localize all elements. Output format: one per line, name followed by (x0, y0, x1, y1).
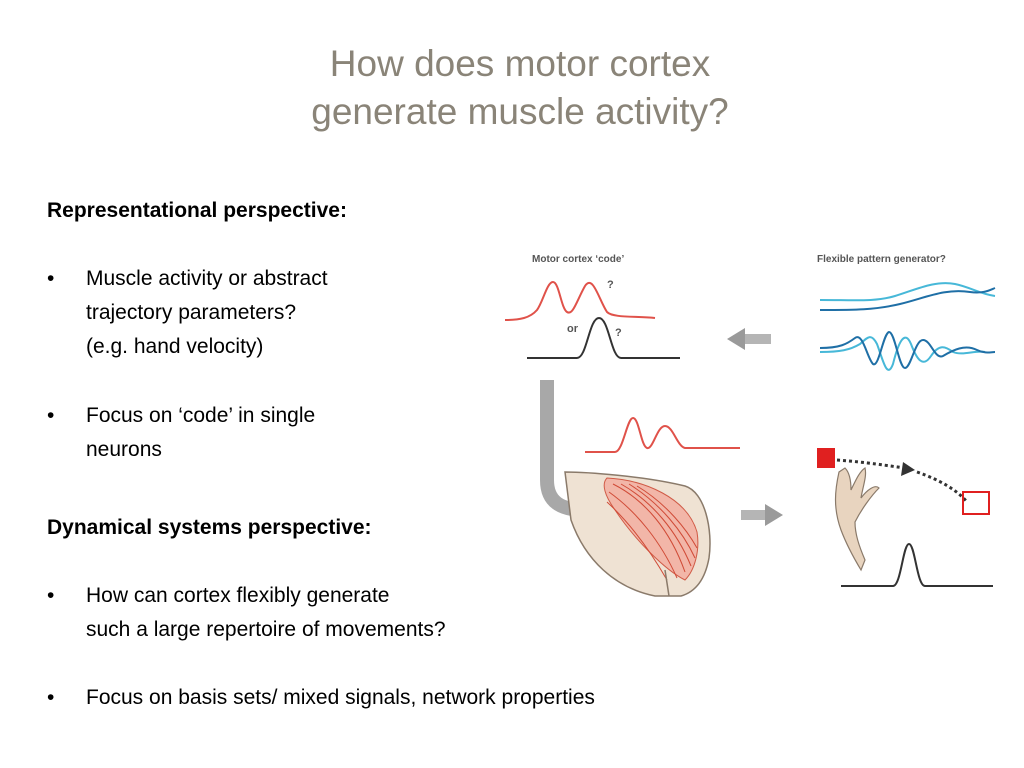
right-arrow-icon (741, 504, 783, 526)
dynamical-heading: Dynamical systems perspective: (47, 516, 372, 539)
title-line-1: How does motor cortex (329, 43, 711, 84)
bullet-dot: • (47, 584, 55, 607)
black-code-trace (527, 316, 680, 359)
slide-title: How does motor cortex generate muscle ac… (0, 40, 1024, 136)
arm-muscle-illustration (564, 471, 711, 597)
representational-heading: Representational perspective: (47, 199, 347, 222)
bullet-dot: • (47, 267, 55, 290)
bullet-line: How can cortex flexibly generate (86, 584, 390, 607)
red-muscle-trace (585, 416, 740, 453)
bullet-line: Muscle activity or abstract (86, 267, 328, 290)
pattern-generator-label: Flexible pattern generator? (817, 254, 946, 265)
title-line-2: generate muscle activity? (311, 91, 729, 132)
start-target (817, 448, 835, 468)
bullet-dot: • (47, 404, 55, 427)
dark-blue-trace-1 (819, 287, 996, 311)
motor-cortex-figure: Motor cortex ‘code’ Flexible pattern gen… (504, 254, 996, 597)
bullet-line: trajectory parameters? (86, 301, 297, 324)
bullet-line: Focus on ‘code’ in single (86, 404, 316, 427)
bullet-line: Focus on basis sets/ mixed signals, netw… (86, 686, 595, 709)
reach-trajectory (836, 458, 906, 470)
bullet-line: neurons (86, 438, 162, 461)
bullet-line: (e.g. hand velocity) (86, 335, 264, 358)
question-mark: ? (615, 327, 622, 339)
hand-illustration (817, 448, 880, 572)
reach-trajectory-tail (916, 470, 969, 503)
red-code-trace (504, 280, 656, 321)
end-target (962, 491, 990, 515)
black-velocity-trace (841, 542, 993, 587)
question-mark: ? (607, 279, 614, 291)
bullet-line: such a large repertoire of movements? (86, 618, 446, 641)
motor-code-label: Motor cortex ‘code’ (532, 254, 624, 265)
dark-blue-trace-2 (819, 330, 996, 370)
bullet-dot: • (47, 686, 55, 709)
trajectory-arrowhead-icon (901, 462, 915, 476)
or-label: or (567, 323, 579, 335)
light-blue-trace-1 (819, 282, 996, 302)
left-arrow-icon (727, 328, 771, 350)
